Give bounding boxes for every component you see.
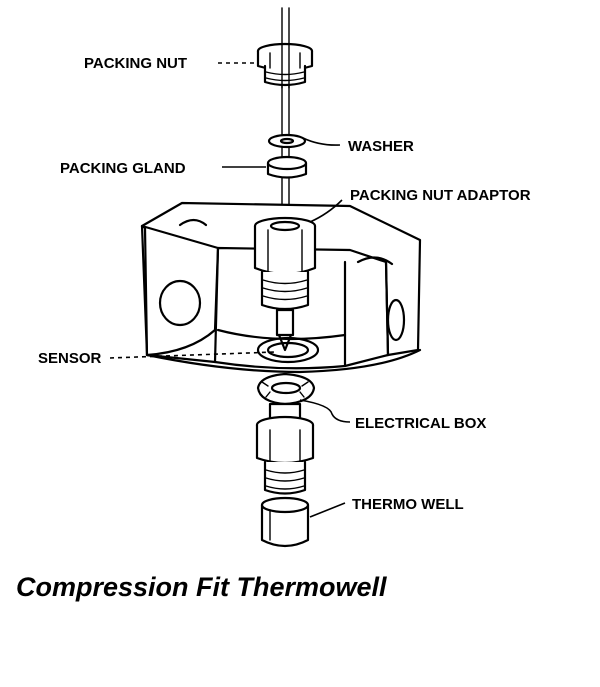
label-thermo-well: THERMO WELL bbox=[352, 496, 464, 513]
label-washer: WASHER bbox=[348, 138, 414, 155]
thermo-well bbox=[260, 496, 310, 548]
electrical-box bbox=[140, 201, 422, 374]
washer bbox=[267, 133, 307, 149]
packing-nut-adaptor bbox=[253, 216, 317, 311]
label-sensor: SENSOR bbox=[38, 350, 102, 367]
packing-nut bbox=[256, 42, 314, 89]
label-packing-nut: PACKING NUT bbox=[84, 55, 187, 72]
label-packing-gland: PACKING GLAND bbox=[60, 160, 186, 177]
packing-nut-adaptor-leader bbox=[309, 199, 343, 223]
thermo-well-leader bbox=[309, 502, 346, 518]
packing-gland bbox=[266, 155, 308, 179]
label-electrical-box: ELECTRICAL BOX bbox=[355, 415, 486, 432]
washer-leader bbox=[302, 137, 341, 146]
label-packing-nut-adaptor: PACKING NUT ADAPTOR bbox=[350, 187, 531, 204]
sensor-leader bbox=[109, 351, 276, 359]
lock-nut bbox=[256, 372, 316, 406]
electrical-box-leader bbox=[299, 399, 351, 423]
lower-fitting bbox=[255, 402, 315, 495]
sensor-tip bbox=[275, 308, 295, 352]
diagram-caption: Compression Fit Thermowell bbox=[16, 572, 387, 602]
